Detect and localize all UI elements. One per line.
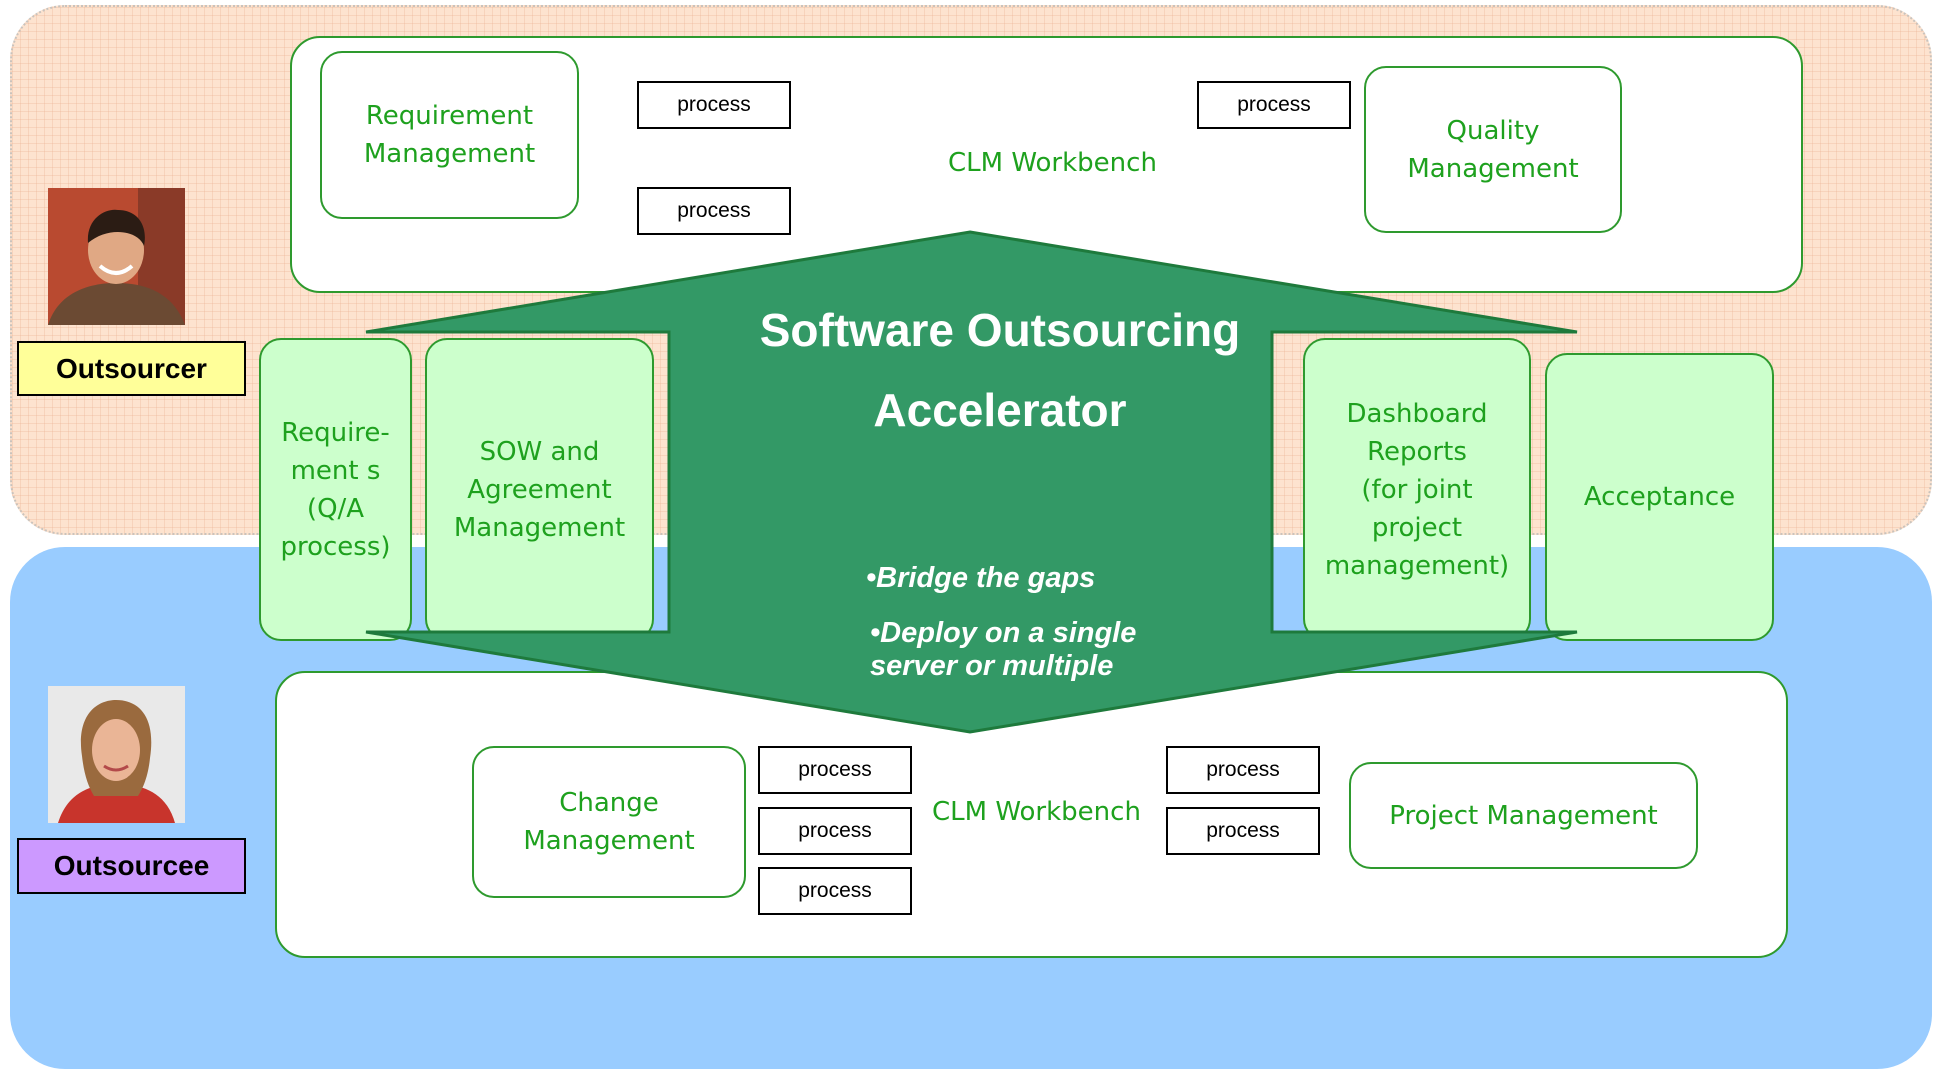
change-management-box: Change Management [472,746,746,898]
outsourcee-role-tag: Outsourcee [17,838,246,894]
process-box: process [758,746,912,794]
outsourcee-avatar [48,686,185,823]
outsourcer-avatar [48,188,185,325]
accelerator-title-line1: Software Outsourcing [759,304,1241,356]
process-box: process [1166,746,1320,794]
process-box: process [758,867,912,915]
process-box: process [1197,81,1351,129]
quality-management-box: Quality Management [1364,66,1622,233]
process-box: process [1166,807,1320,855]
project-management-box: Project Management [1349,762,1698,869]
dashboard-reports-box: Dashboard Reports (for joint project man… [1303,338,1531,641]
bullet-deploy: •Deploy on a single server or multiple [870,617,1137,682]
bottom-workbench-label: CLM Workbench [932,797,1141,827]
accelerator-title-line2: Accelerator [873,384,1127,436]
outsourcer-role-tag: Outsourcer [17,341,246,396]
process-box: process [637,187,791,235]
process-box: process [758,807,912,855]
acceptance-box: Acceptance [1545,353,1774,641]
process-box: process [637,81,791,129]
requirement-management-box: Requirement Management [320,51,579,219]
bullet-bridge-gaps: •Bridge the gaps [866,562,1096,594]
top-workbench-label: CLM Workbench [948,148,1157,178]
sow-agreement-management-box: SOW and Agreement Management [425,338,654,641]
accelerator-title: Software Outsourcing Accelerator [700,290,1300,450]
requirements-qa-box: Require- ment s (Q/A process) [259,338,412,641]
